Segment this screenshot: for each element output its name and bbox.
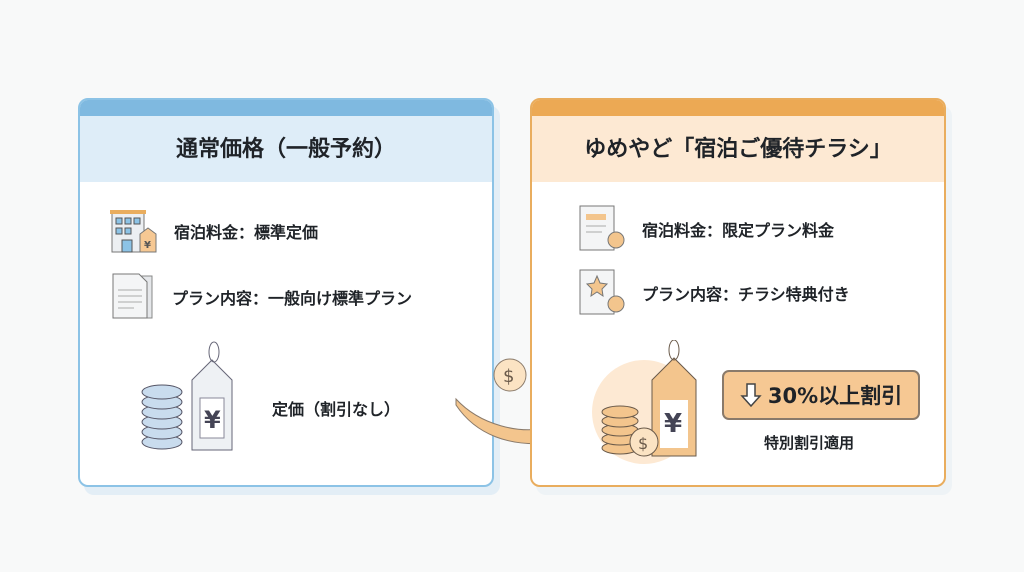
row-text: 宿泊料金：標準定価 (174, 223, 319, 242)
coins-price-tag-icon: ¥ $ (592, 340, 697, 464)
coins-price-tag-icon: ¥ (141, 341, 233, 451)
badge-subtext: 特別割引適用 (764, 434, 855, 452)
discount-badge: 30%以上割引 (722, 370, 920, 420)
flyer-price-card: ゆめやど「宿泊ご優待チラシ」 宿泊料金：限定プラン料金 プラン内容：チラシ特典付… (530, 98, 946, 487)
down-arrow-icon (740, 383, 762, 408)
certificate-icon (579, 205, 625, 251)
card-title: 通常価格（一般予約） (80, 100, 492, 182)
badge-text: 30%以上割引 (767, 384, 903, 408)
dollar-coin-icon (493, 358, 527, 392)
svg-text:¥: ¥ (664, 409, 682, 439)
row-text: 宿泊料金：限定プラン料金 (642, 221, 835, 240)
row-text: プラン内容：チラシ特典付き (642, 285, 850, 304)
row-text: プラン内容：一般向け標準プラン (172, 289, 413, 308)
card-title: ゆめやど「宿泊ご優待チラシ」 (532, 100, 944, 182)
hotel-price-icon: ¥ (110, 210, 157, 253)
svg-text:¥: ¥ (144, 240, 151, 251)
svg-text:¥: ¥ (204, 406, 221, 434)
list-item: 宿泊料金：限定プラン料金 (578, 204, 834, 254)
regular-price-card: 通常価格（一般予約） ¥ 宿泊料金：標準定価 プラン内容：一般向け標準プラン ¥… (78, 98, 494, 487)
star-certificate-icon (579, 269, 625, 315)
price-note: 定価（割引なし） (272, 400, 401, 419)
list-item: プラン内容：一般向け標準プラン (110, 272, 412, 322)
document-icon (112, 273, 153, 319)
list-item: ¥ 宿泊料金：標準定価 (108, 208, 318, 254)
svg-text:$: $ (638, 434, 648, 453)
svg-text:$: $ (503, 366, 514, 387)
list-item: プラン内容：チラシ特典付き (578, 268, 850, 318)
